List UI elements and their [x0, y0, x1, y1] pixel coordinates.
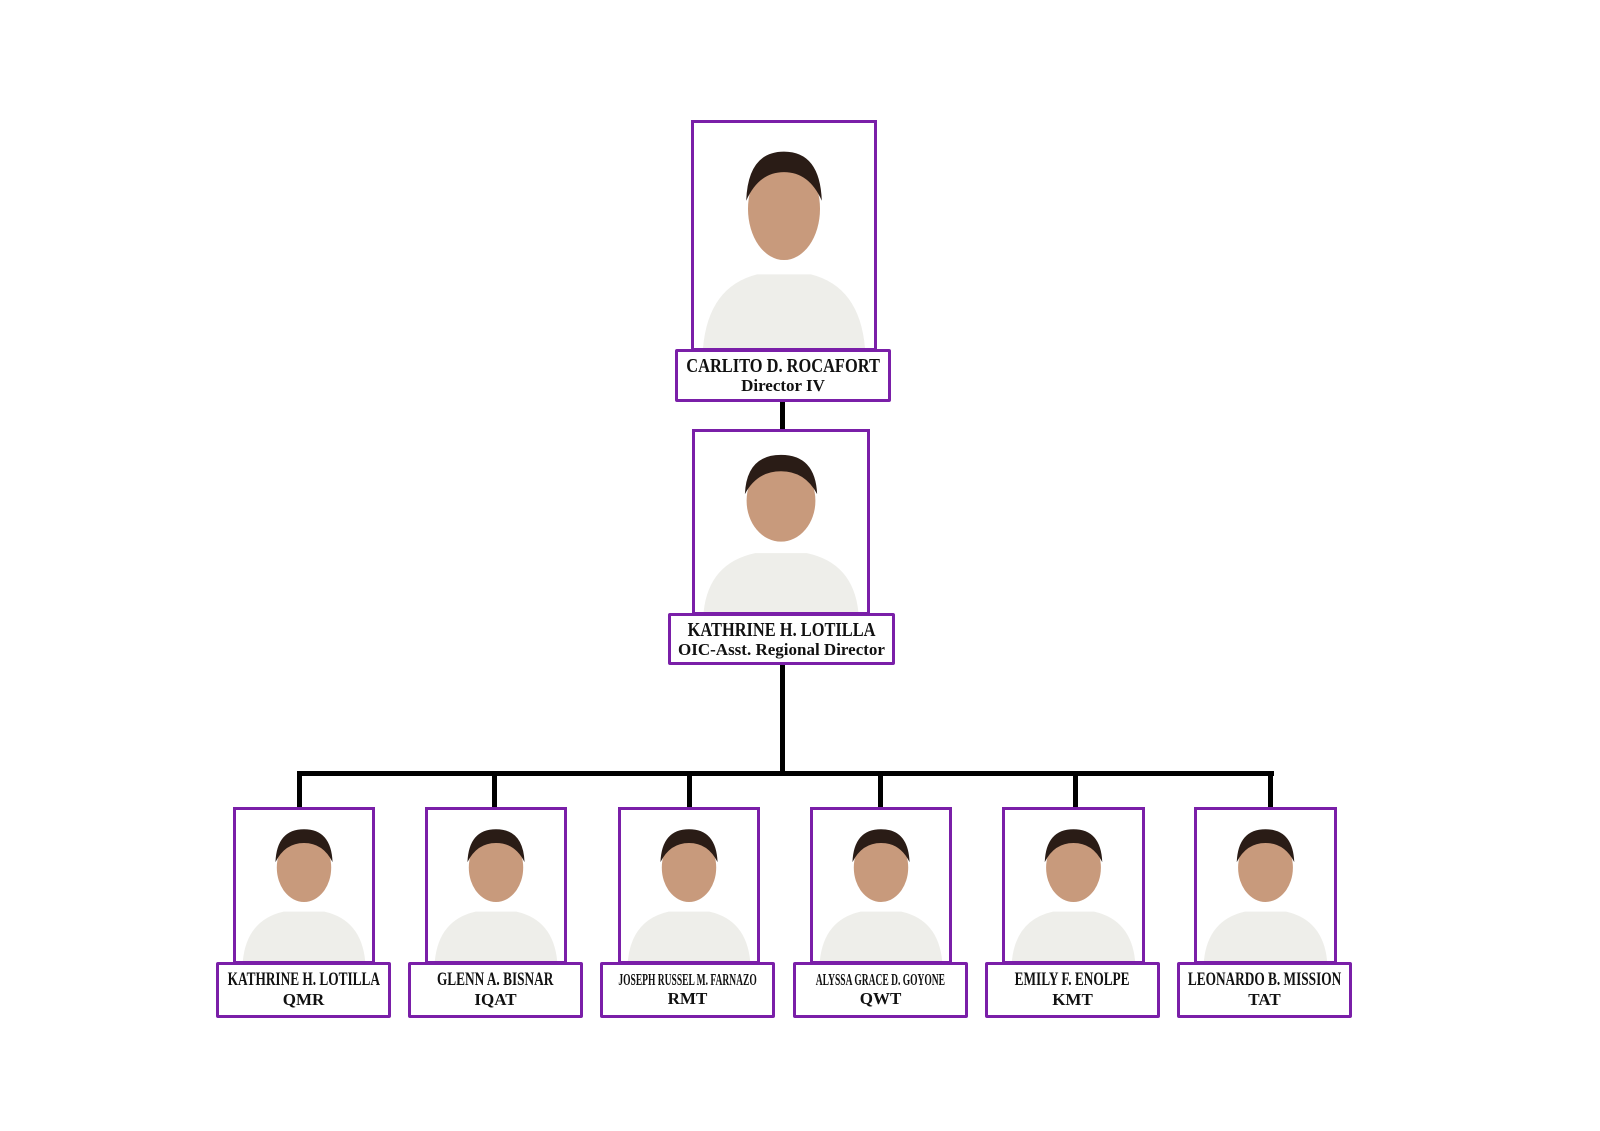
portrait-silhouette [236, 810, 372, 961]
assistant-position: OIC-Asst. Regional Director [678, 639, 885, 659]
member-name: LEONARDO B. MISSION [1187, 969, 1342, 991]
portrait-silhouette [1005, 810, 1142, 961]
assistant-photo [692, 429, 870, 615]
member-name: ALYSSA GRACE D. GOYONE [815, 970, 946, 990]
portrait-silhouette [694, 123, 874, 348]
member-position: QWT [859, 989, 902, 1008]
connector-line [780, 663, 785, 775]
member-photo [618, 807, 760, 964]
member-label: EMILY F. ENOLPE KMT [985, 962, 1160, 1018]
member-name: GLENN A. BISNAR [437, 969, 554, 991]
connector-line [878, 771, 883, 808]
member-position: TAT [1248, 990, 1281, 1010]
director-name: CARLITO D. ROCAFORT [686, 355, 880, 378]
member-label: ALYSSA GRACE D. GOYONE QWT [793, 962, 968, 1018]
member-position: RMT [667, 989, 708, 1008]
member-position: QMR [282, 990, 325, 1010]
member-photo [425, 807, 567, 964]
connector-line [780, 400, 785, 430]
member-photo [810, 807, 952, 964]
member-photo [1194, 807, 1337, 964]
member-label: GLENN A. BISNAR IQAT [408, 962, 583, 1018]
member-label: JOSEPH RUSSEL M. FARNAZO RMT [600, 962, 775, 1018]
assistant-name: KATHRINE H. LOTILLA [687, 618, 876, 641]
connector-horizontal [297, 771, 1274, 776]
connector-line [1268, 771, 1273, 808]
member-name: KATHRINE H. LOTILLA [227, 969, 380, 991]
connector-line [687, 771, 692, 808]
member-position: IQAT [474, 990, 517, 1010]
member-position: KMT [1052, 990, 1093, 1010]
director-position: Director IV [741, 376, 825, 396]
connector-line [297, 771, 302, 808]
connector-line [492, 771, 497, 808]
portrait-silhouette [695, 432, 867, 612]
connector-line [1073, 771, 1078, 808]
member-name: JOSEPH RUSSEL M. FARNAZO [618, 970, 757, 990]
portrait-silhouette [1197, 810, 1334, 961]
assistant-label: KATHRINE H. LOTILLA OIC-Asst. Regional D… [668, 613, 895, 665]
member-photo [233, 807, 375, 964]
director-label: CARLITO D. ROCAFORT Director IV [675, 349, 891, 402]
member-photo [1002, 807, 1145, 964]
member-label: LEONARDO B. MISSION TAT [1177, 962, 1352, 1018]
portrait-silhouette [428, 810, 564, 961]
member-name: EMILY F. ENOLPE [1015, 969, 1130, 991]
portrait-silhouette [621, 810, 757, 961]
director-photo [691, 120, 877, 351]
portrait-silhouette [813, 810, 949, 961]
member-label: KATHRINE H. LOTILLA QMR [216, 962, 391, 1018]
